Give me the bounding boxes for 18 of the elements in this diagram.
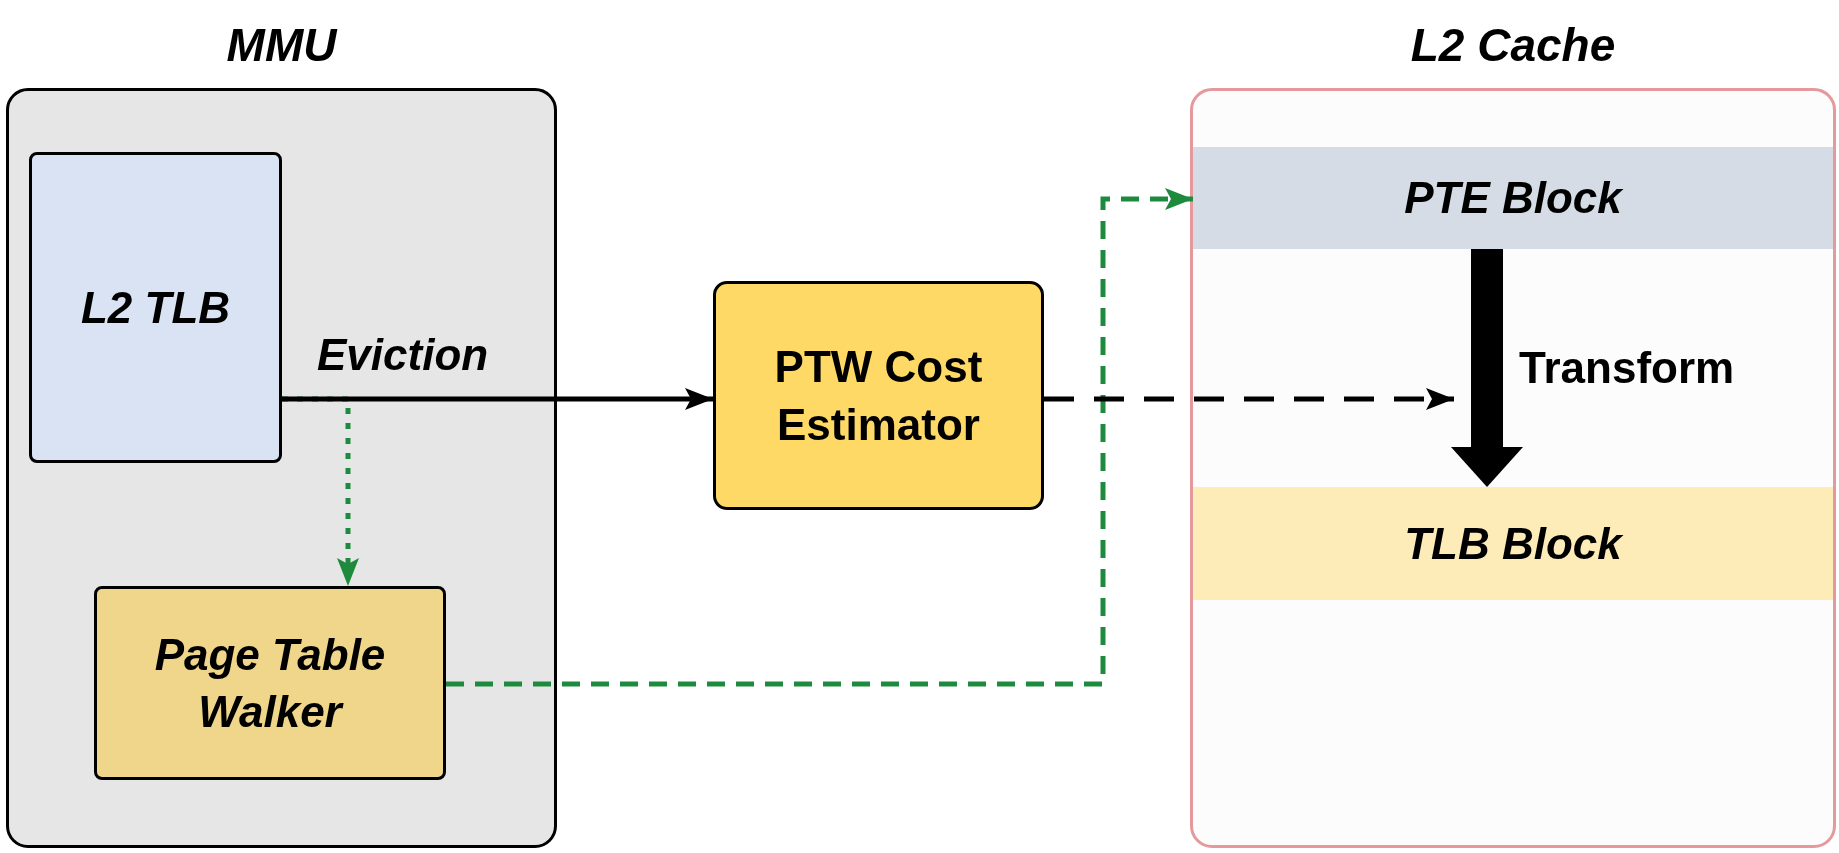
arrow <box>446 188 1193 687</box>
box-label: Page Table Walker <box>153 628 387 738</box>
estimator-box <box>713 281 1044 510</box>
panel-heading: L2 Cache <box>1409 18 1617 73</box>
box-label: TLB Block <box>1404 517 1622 570</box>
edge-label: Transform <box>1519 342 1735 394</box>
tlb-box <box>29 152 282 463</box>
thick-arrow <box>1451 249 1523 487</box>
walker-box <box>94 586 446 780</box>
box-label: L2 TLB <box>80 281 231 334</box>
box-label: PTW Cost Estimator <box>773 341 984 451</box>
edge-label: Eviction <box>317 329 489 381</box>
block-band <box>1193 147 1833 249</box>
box-label: PTE Block <box>1404 172 1622 224</box>
panel-heading: MMU <box>225 18 339 73</box>
arrow <box>282 388 713 410</box>
arrow <box>1044 388 1454 410</box>
block-band <box>1193 487 1833 600</box>
